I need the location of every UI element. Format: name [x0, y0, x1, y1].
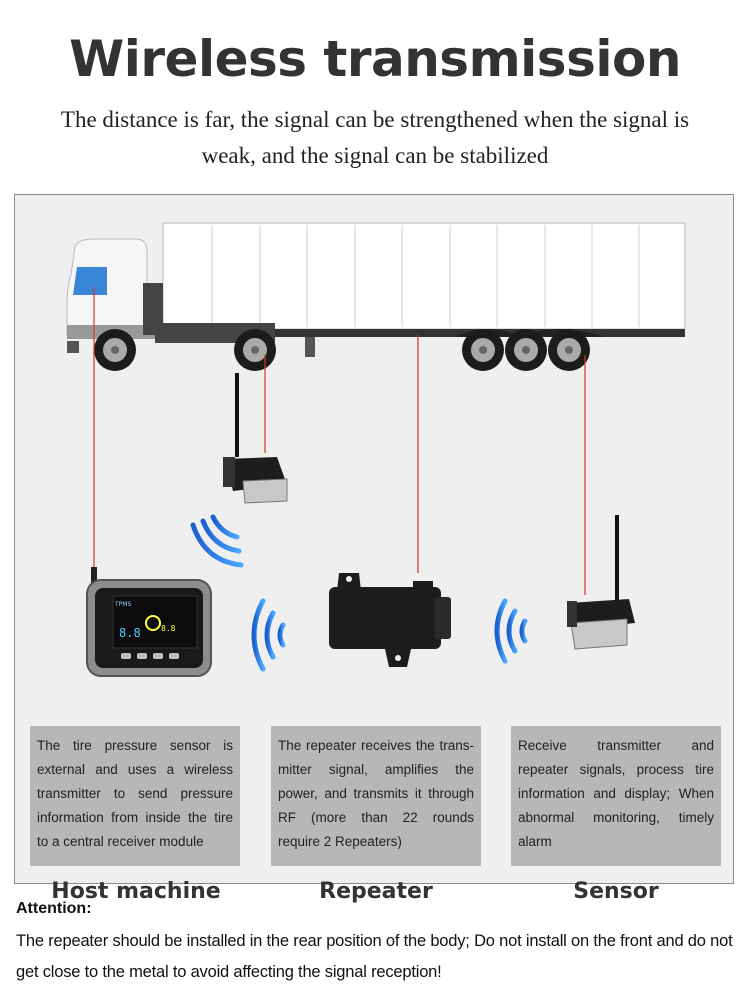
- truck-diagram: TPMS 8.8 8.8: [66, 222, 686, 677]
- truck-wheels: [94, 329, 590, 371]
- repeater-device-icon: [329, 573, 451, 667]
- sensor-description: Receive transmitter and repeater signals…: [511, 726, 721, 866]
- truck-cab-illustration: [66, 238, 275, 353]
- page-subtitle: The distance is far, the signal can be s…: [60, 107, 690, 168]
- host-machine-display-icon: TPMS 8.8 8.8: [86, 567, 212, 677]
- sensor-device-icon: [567, 515, 635, 650]
- display-reading-left: 8.8: [119, 626, 141, 640]
- antenna-unit-top-icon: [223, 373, 288, 504]
- host-machine-description: The tire pressure sensor is external and…: [30, 726, 240, 866]
- attention-text: The repeater should be installed in the …: [16, 932, 733, 981]
- signal-waves-top-icon: [190, 514, 244, 568]
- display-brand: TPMS: [114, 601, 131, 608]
- page-title: Wireless transmission: [69, 30, 681, 88]
- repeater-description: The repeater receives the trans-mitter s…: [271, 726, 481, 866]
- signal-waves-right-icon: [494, 598, 528, 664]
- signal-waves-left-icon: [251, 598, 286, 672]
- display-reading-right: 8.8: [161, 624, 176, 633]
- repeater-label: Repeater: [319, 879, 433, 904]
- attention-title: Attention:: [16, 900, 92, 917]
- leader-lines: [93, 287, 586, 595]
- sensor-label: Sensor: [573, 879, 659, 904]
- trailer-illustration: [162, 222, 686, 357]
- host-machine-label: Host machine: [51, 879, 221, 904]
